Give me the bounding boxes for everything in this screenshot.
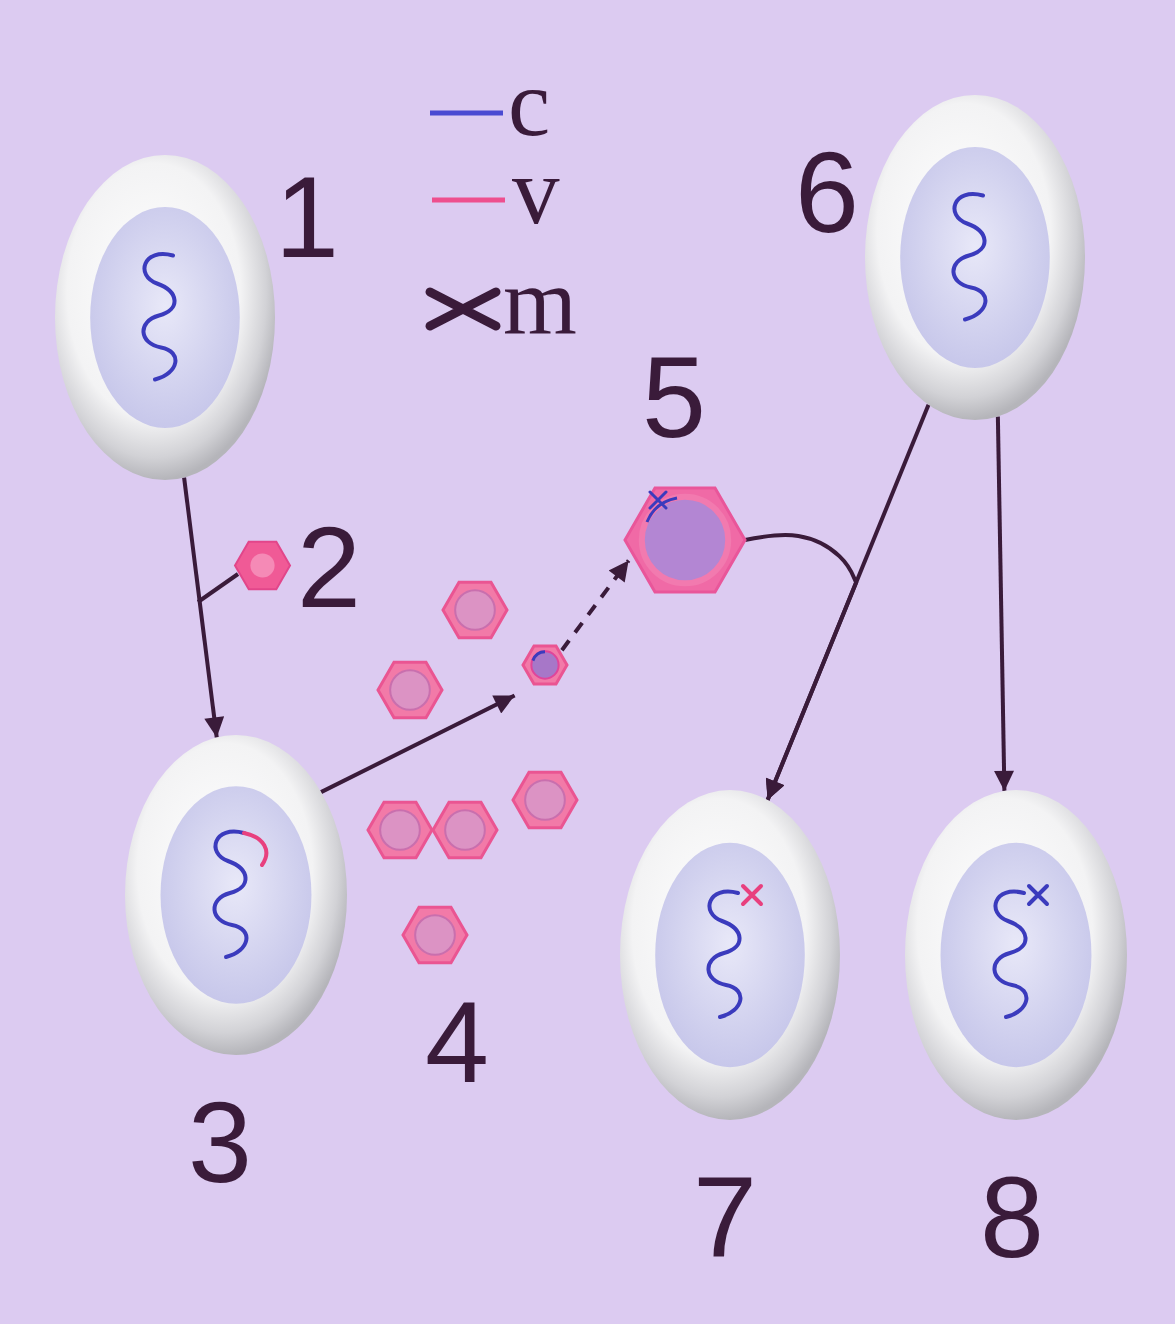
phage-group: 5	[625, 480, 745, 600]
nucleoid	[655, 843, 805, 1067]
bacterial-cell	[125, 735, 347, 1055]
bacterial-cell: 6	[865, 95, 1085, 420]
callout-number: 5	[642, 340, 706, 455]
phage-capsid	[455, 590, 495, 630]
phage-particle	[378, 662, 442, 717]
transfer-arrow	[745, 535, 856, 800]
bacterial-cell: 1	[55, 155, 275, 480]
node-outline	[625, 480, 745, 600]
legend-line	[430, 111, 503, 116]
transfer-arrow	[184, 478, 217, 738]
host-dna	[533, 652, 545, 661]
legend-sample	[430, 292, 496, 326]
callout-number: 4	[425, 985, 489, 1100]
node-outline	[865, 95, 1085, 420]
marker-gene	[1029, 886, 1047, 904]
chromosome	[708, 892, 740, 1017]
chromosome	[143, 254, 175, 379]
node-outline	[905, 790, 1127, 1120]
legend-line	[432, 198, 505, 203]
node-outline	[620, 790, 840, 1120]
callout-number: 3	[188, 1085, 252, 1200]
callout-number: 2	[297, 510, 361, 625]
transfer-arrow	[998, 416, 1005, 790]
phage-attachment	[198, 574, 238, 602]
bacterial-cell	[905, 790, 1127, 1120]
bacterial-cell	[620, 790, 840, 1120]
legend-mark	[430, 292, 496, 326]
legend-sample	[432, 200, 505, 201]
phage-particle	[625, 488, 745, 592]
phage-particle	[433, 802, 497, 857]
phage-group: 2	[235, 538, 290, 593]
phage-capsid	[531, 651, 558, 678]
node-outline	[125, 735, 347, 1055]
host-dna	[647, 498, 677, 522]
phage-capsid	[250, 553, 274, 577]
nucleoid	[941, 843, 1092, 1067]
bacterial-cell: 7	[620, 790, 840, 1120]
callout-number: 6	[795, 135, 859, 250]
phage-particle	[443, 582, 507, 637]
phage-capsid	[415, 915, 455, 955]
phage-capsid	[380, 810, 420, 850]
phage-capsid	[642, 497, 728, 583]
phage-capsid	[390, 670, 430, 710]
bacterial-cell: 8	[905, 790, 1127, 1120]
chromosome	[214, 832, 246, 957]
bacterial-cell	[865, 95, 1085, 420]
callout-number: 8	[980, 1160, 1044, 1275]
phage-capsid	[525, 780, 565, 820]
bacterial-cell: 3	[125, 735, 347, 1055]
legend-label: c	[508, 56, 550, 151]
node-outline	[235, 538, 290, 593]
viral-dna	[244, 833, 266, 865]
callout-number: 1	[275, 160, 339, 275]
node-outline	[55, 155, 275, 480]
nucleoid	[900, 147, 1050, 368]
chromosome	[994, 892, 1026, 1017]
nucleoid	[90, 207, 240, 428]
bacterial-cell	[55, 155, 275, 480]
legend-sample	[430, 113, 503, 114]
node-outline	[365, 570, 585, 975]
chromosome	[953, 194, 985, 319]
phage-group: 4	[365, 570, 585, 975]
phage-particle	[403, 907, 467, 962]
transfer-arrow	[562, 561, 629, 651]
phage-particle	[513, 772, 577, 827]
phage-capsid	[445, 810, 485, 850]
legend-label: m	[503, 254, 577, 349]
phage-particle	[523, 646, 567, 684]
phage-particle	[235, 542, 290, 590]
legend-label: v	[512, 144, 560, 239]
marker-gene	[650, 492, 666, 508]
nucleoid	[161, 786, 312, 1004]
marker-gene	[743, 886, 761, 904]
callout-number: 7	[693, 1160, 757, 1275]
phage-particle	[368, 802, 432, 857]
